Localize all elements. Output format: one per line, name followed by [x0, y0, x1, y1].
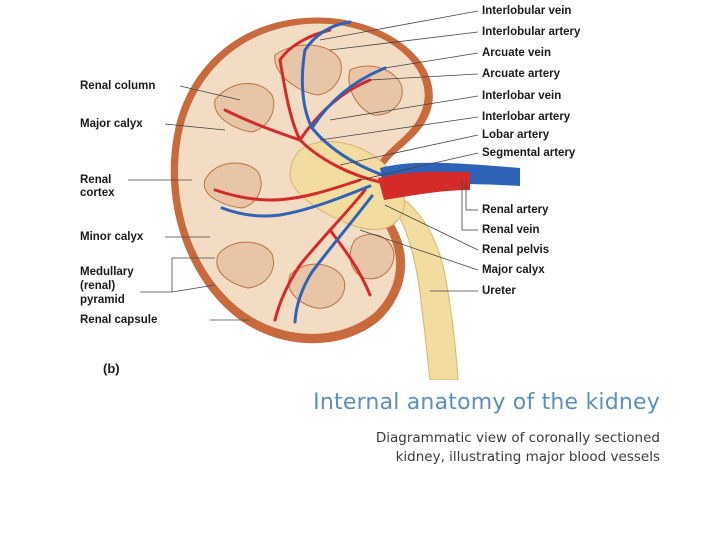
- figure-letter: (b): [103, 361, 120, 376]
- label-medullary: Medullary: [80, 266, 134, 278]
- kidney-diagram: [128, 10, 520, 380]
- label-interlobar-vein: Interlobar vein: [482, 90, 562, 102]
- label-arcuate-vein: Arcuate vein: [482, 47, 552, 59]
- slide-subtitle: Diagrammatic view of coronally sectioned…: [375, 430, 660, 465]
- label-major-calyx-left: Major calyx: [80, 118, 143, 130]
- label-renal-vein: Renal vein: [482, 224, 540, 236]
- label-ureter: Ureter: [482, 285, 516, 297]
- ureter: [391, 194, 459, 380]
- label-interlobar-artery: Interlobar artery: [482, 111, 571, 123]
- label-renal-artery: Renal artery: [482, 204, 549, 216]
- label-interlobular-vein: Interlobular vein: [482, 5, 572, 17]
- renal-artery-vessel: [378, 171, 470, 200]
- label-segmental-artery: Segmental artery: [482, 147, 576, 159]
- slide-title: Internal anatomy of the kidney: [313, 390, 660, 415]
- veins: [220, 20, 387, 324]
- label-renal-column: Renal column: [80, 80, 156, 92]
- label-renal-capsule: Renal capsule: [80, 314, 158, 326]
- label-cortex: cortex: [80, 187, 115, 199]
- caption-area: [0, 380, 728, 546]
- label-renal-pelvis: Renal pelvis: [482, 244, 550, 256]
- label-interlobular-artery: Interlobular artery: [482, 26, 581, 38]
- label-minor-calyx: Minor calyx: [80, 231, 144, 243]
- label-pyramid: pyramid: [80, 294, 125, 306]
- label-major-calyx-right: Major calyx: [482, 264, 545, 276]
- label-lobar-artery: Lobar artery: [482, 129, 550, 141]
- leader-lines: [128, 10, 479, 321]
- label-renal: Renal: [80, 174, 112, 186]
- label-renal-paren: (renal): [80, 280, 116, 292]
- label-arcuate-artery: Arcuate artery: [482, 68, 560, 80]
